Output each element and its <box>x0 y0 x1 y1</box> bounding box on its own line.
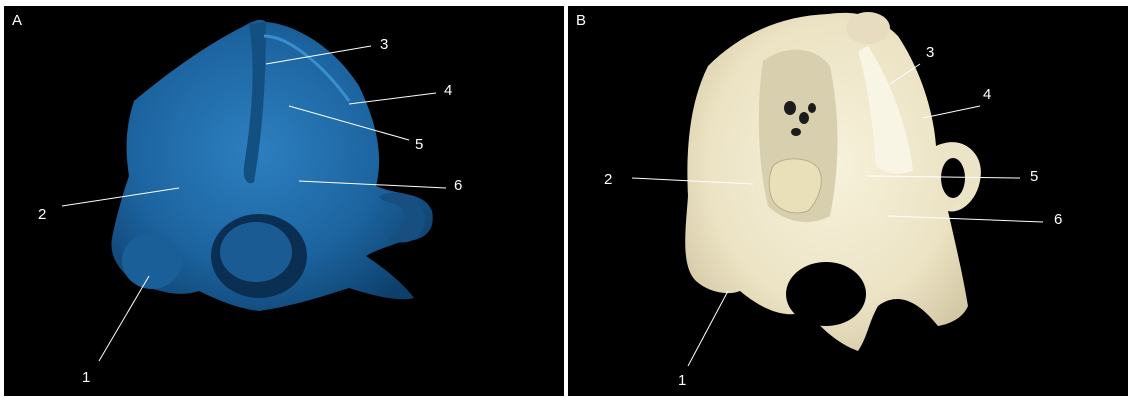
cream-bone-model <box>568 6 1128 396</box>
cream-hole-1 <box>784 101 796 115</box>
panel-a-3d-render: A 1 2 3 4 5 <box>4 6 564 396</box>
panel-a-label-1: 1 <box>82 369 90 386</box>
panel-a-label-4: 4 <box>444 82 452 99</box>
panel-a-label-5: 5 <box>415 136 423 153</box>
panel-b-label-1: 1 <box>678 372 686 389</box>
cream-vertebra <box>769 159 821 213</box>
panel-a-label-6: 6 <box>454 177 462 194</box>
panel-b-label-4: 4 <box>983 86 991 103</box>
panel-a-label-2: 2 <box>38 206 46 223</box>
cream-top-knob <box>846 12 890 44</box>
panel-b-label-2: 2 <box>604 171 612 188</box>
cream-hole-3 <box>808 103 816 113</box>
panel-b-label-5: 5 <box>1030 168 1038 185</box>
panel-b-printed-model: B <box>568 6 1128 396</box>
blue-left-process <box>122 233 182 289</box>
blue-foramen-inner <box>220 222 292 282</box>
cream-hole-4 <box>791 128 801 136</box>
panel-b-label-6: 6 <box>1054 211 1062 228</box>
panel-b-label-3: 3 <box>926 44 934 61</box>
blue-bone-model <box>4 6 564 396</box>
panel-a-label-3: 3 <box>380 36 388 53</box>
cream-foramen <box>786 262 866 326</box>
cream-loop-hole <box>941 158 965 198</box>
cream-hole-2 <box>799 112 809 124</box>
